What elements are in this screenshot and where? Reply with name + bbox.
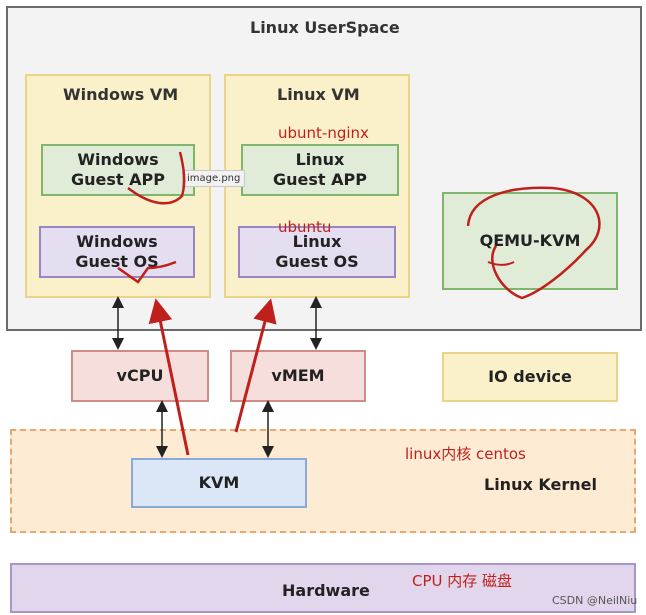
image-tooltip: image.png (182, 170, 246, 187)
io-device-label: IO device (488, 367, 572, 386)
linux-kernel-box (10, 429, 636, 533)
windows-vm-title: Windows VM (63, 85, 179, 104)
qemu-kvm-box: QEMU-KVM (442, 192, 618, 290)
vcpu-label: vCPU (116, 366, 164, 385)
kvm-box: KVM (131, 458, 307, 508)
linux-guest-os-box: Linux Guest OS (238, 226, 396, 278)
windows-guest-app-label: Windows Guest APP (71, 150, 165, 189)
linux-kernel-annotation: linux内核 centos (405, 445, 526, 463)
linux-guest-app-label: Linux Guest APP (273, 150, 367, 189)
kvm-label: KVM (198, 473, 240, 492)
vmem-label: vMEM (271, 366, 325, 385)
windows-guest-os-box: Windows Guest OS (39, 226, 195, 278)
ubunt-nginx-annotation: ubunt-nginx (278, 124, 369, 142)
linux-guest-os-label: Linux Guest OS (275, 232, 359, 271)
vcpu-box: vCPU (71, 350, 209, 402)
windows-guest-os-label: Windows Guest OS (75, 232, 159, 271)
hardware-label: Hardware (282, 581, 370, 600)
linux-vm-title: Linux VM (277, 85, 360, 104)
red-arrow-kvm-to-windows (148, 298, 190, 456)
windows-guest-app-box: Windows Guest APP (41, 144, 195, 196)
hardware-annotation: CPU 内存 磁盘 (412, 572, 513, 590)
red-circle-qemu (466, 186, 601, 300)
csdn-watermark: CSDN @NeilNiu (552, 594, 638, 607)
userspace-title: Linux UserSpace (250, 18, 400, 37)
ubuntu-annotation: ubuntu (278, 218, 332, 236)
io-device-box: IO device (442, 352, 618, 402)
red-scribble-guest-app (127, 151, 186, 205)
qemu-kvm-label: QEMU-KVM (479, 231, 581, 250)
linux-kernel-label: Linux Kernel (484, 475, 597, 494)
red-squiggle-qemu (487, 261, 515, 266)
red-arrow-kvm-to-linux (234, 298, 277, 433)
vmem-box: vMEM (230, 350, 366, 402)
red-checkmark-guest-os (117, 260, 177, 284)
hardware-box (10, 563, 636, 613)
